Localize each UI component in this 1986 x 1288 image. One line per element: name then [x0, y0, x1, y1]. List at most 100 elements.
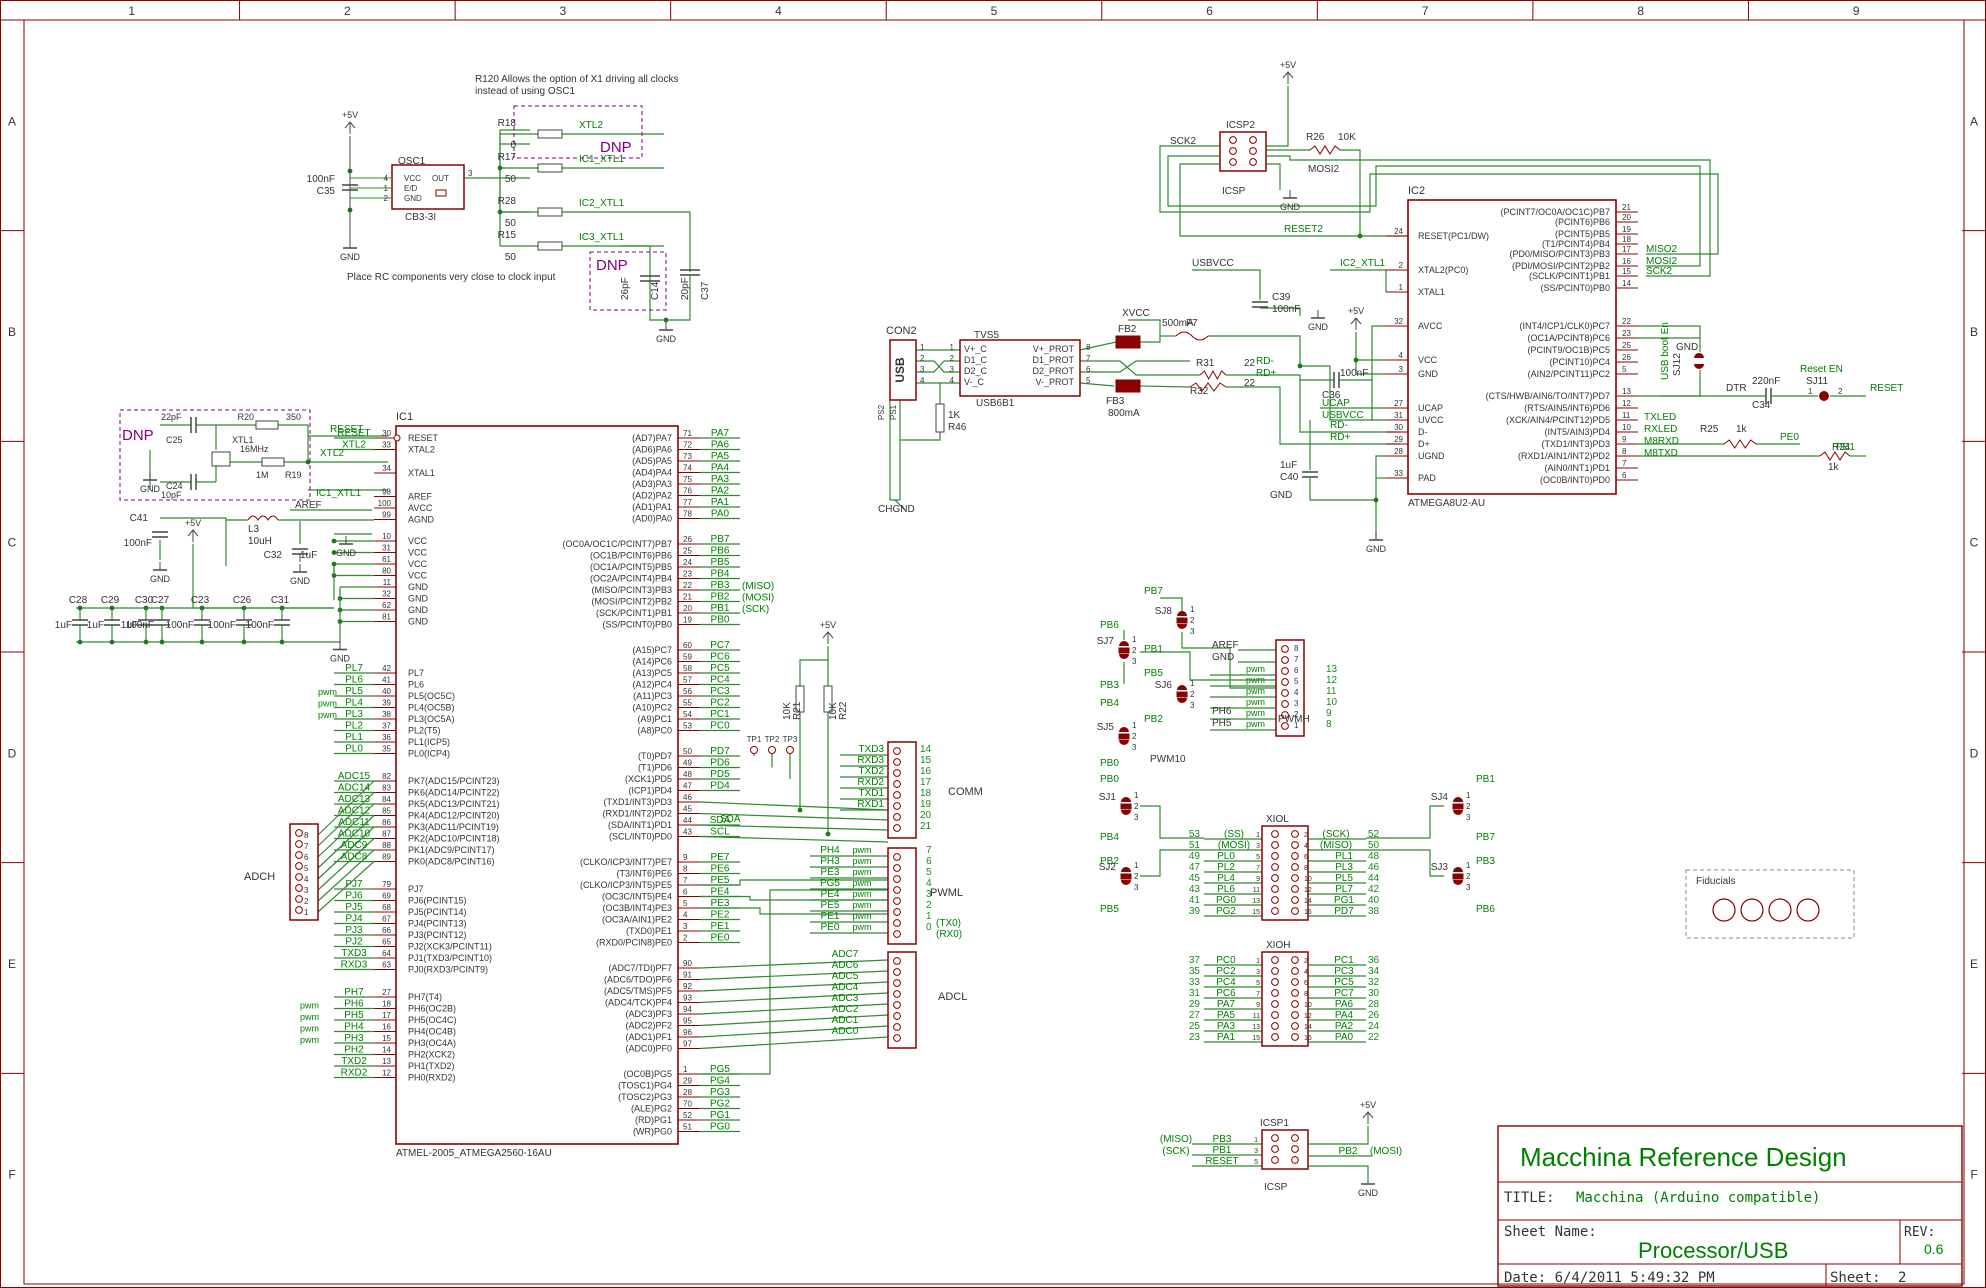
- label: 6: [1086, 365, 1091, 374]
- label: 5: [1256, 854, 1260, 861]
- junction-dot: [77, 639, 83, 645]
- label: PL6: [1217, 884, 1235, 895]
- label: PH7(T4): [408, 992, 442, 1002]
- wires: [76, 86, 1866, 1176]
- label: 42: [382, 664, 391, 673]
- icsp1-ref: ICSP1: [1260, 1118, 1289, 1129]
- label: 24: [1368, 1021, 1380, 1032]
- label: 10K: [828, 702, 839, 720]
- label: 64: [382, 949, 391, 958]
- label: PH4: [820, 845, 840, 856]
- label: PA2: [711, 486, 730, 497]
- label: 57: [683, 676, 692, 685]
- label: (INT4/ICP1/CLK0)PC7: [1519, 321, 1610, 331]
- pin-icon: [1291, 874, 1299, 882]
- label: 9: [1326, 708, 1332, 719]
- label: USBVCC: [1322, 410, 1364, 421]
- label: 11: [1253, 887, 1260, 894]
- label: 1: [1294, 721, 1299, 730]
- wire: [699, 801, 889, 811]
- label: XTAL2: [408, 445, 435, 455]
- dnp-box: [513, 105, 643, 159]
- pin-icon: [1229, 136, 1237, 144]
- wire: [1308, 1165, 1369, 1176]
- label: 22: [683, 581, 692, 590]
- label: (XCK/AIN4/PCINT12)PD5: [1506, 415, 1610, 425]
- wire: [620, 245, 651, 285]
- label: 12: [1622, 399, 1631, 408]
- label: 22: [1244, 378, 1256, 389]
- label: 23: [1189, 1032, 1201, 1043]
- label: PJ5: [345, 902, 363, 913]
- label: RXD1: [857, 799, 884, 810]
- wire: [1192, 269, 1261, 300]
- label: (AD7)PA7: [632, 433, 672, 443]
- label: 98: [382, 488, 391, 497]
- label: 7: [1294, 655, 1299, 664]
- label: 12: [1326, 675, 1338, 686]
- wire: [1260, 307, 1301, 316]
- label: 1: [926, 911, 932, 922]
- label: RXD3: [341, 960, 368, 971]
- label: 77: [683, 498, 692, 507]
- column-label: 8: [1637, 4, 1644, 18]
- label: 3: [1190, 627, 1195, 636]
- label: 2: [1132, 646, 1137, 655]
- wire: [1080, 360, 1200, 376]
- pin-icon: [1291, 1156, 1299, 1164]
- label: (PD0/MISO/PCINT3)PB3: [1509, 249, 1610, 259]
- label: 10: [1622, 423, 1631, 432]
- label: PC1: [1334, 955, 1354, 966]
- label: D1_C: [964, 355, 988, 365]
- label: 90: [683, 959, 692, 968]
- rev-value: 0.6: [1924, 1241, 1944, 1257]
- label: SDA: [710, 815, 731, 826]
- wire: [1366, 805, 1444, 839]
- column-label: 9: [1853, 4, 1860, 18]
- solder-jumper-ref: SJ8: [1155, 606, 1173, 617]
- label: Reset EN: [1800, 364, 1843, 375]
- label: 3: [468, 169, 473, 178]
- label: (WR)PG0: [633, 1127, 672, 1137]
- xvcc-label: XVCC: [1122, 308, 1150, 319]
- label: 7: [304, 842, 309, 851]
- label: ADC6: [832, 960, 859, 971]
- solder-jumper-ref: SJ1: [1099, 792, 1117, 803]
- label: VCC: [404, 174, 421, 183]
- pin-icon: [1271, 896, 1279, 904]
- label: 75: [683, 475, 692, 484]
- label: 5: [1256, 980, 1260, 987]
- label: R46: [948, 422, 967, 433]
- label: pwm: [300, 1024, 319, 1034]
- pin-icon: [1271, 907, 1279, 915]
- label: (RTS/AIN5/INT6)PD6: [1524, 403, 1610, 413]
- pin-icon: [893, 979, 901, 987]
- label: 60: [683, 641, 692, 650]
- label: 6: [683, 888, 688, 897]
- label: 95: [683, 1017, 692, 1026]
- label: (TOSC1)PG4: [618, 1081, 672, 1091]
- label: (PCINT9/OC1B)PC5: [1527, 345, 1610, 355]
- pin-icon: [1271, 852, 1279, 860]
- usbvcc-label: USBVCC: [1192, 258, 1234, 269]
- label: R26: [1306, 132, 1325, 143]
- label: (ADC5/TMS)PF5: [604, 986, 672, 996]
- label: PB7: [711, 534, 730, 545]
- label: 14: [920, 744, 932, 755]
- label: PB3: [1100, 680, 1119, 691]
- label: PK5(ADC13/PCINT21): [408, 799, 500, 809]
- pin-icon: [1291, 989, 1299, 997]
- junction-dot: [159, 605, 165, 611]
- test-point-icon: [768, 746, 776, 754]
- solder-jumper-ref: SJ7: [1097, 636, 1115, 647]
- tvs-ref: TVS5: [974, 330, 999, 341]
- label: IC1_XTL1: [316, 488, 361, 499]
- label: 19: [1622, 225, 1631, 234]
- label: ADC3: [832, 993, 859, 1004]
- label: (TX0): [936, 918, 961, 929]
- wire: [699, 1036, 889, 1050]
- label: PH6(OC2B): [408, 1004, 456, 1014]
- label: 69: [382, 892, 391, 901]
- label: PL5: [1335, 873, 1353, 884]
- label: (MOSI): [1218, 840, 1250, 851]
